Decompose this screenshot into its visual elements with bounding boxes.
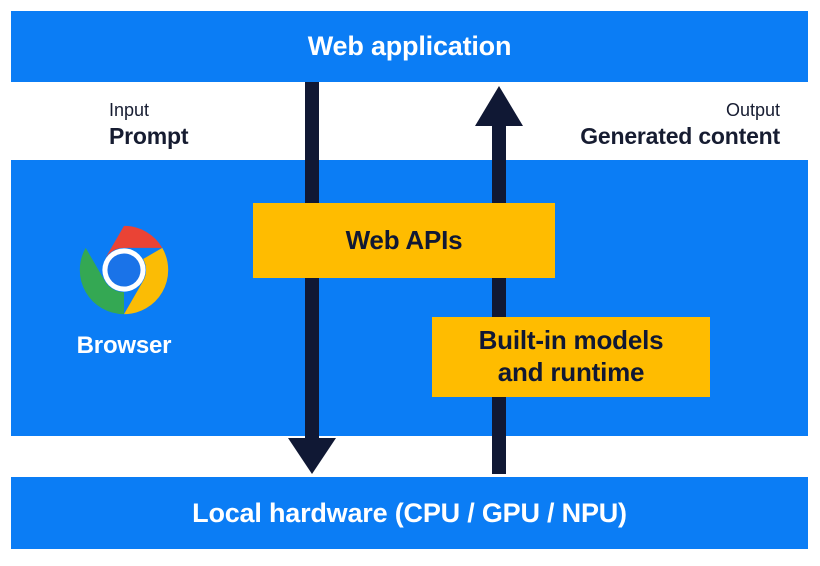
flow-input-kicker: Input (109, 100, 150, 120)
panel-local-hardware-label: Local hardware (CPU / GPU / NPU) (192, 498, 627, 528)
flow-output-kicker: Output (725, 100, 780, 120)
flow-output-value: Generated content (580, 122, 780, 149)
flow-input-value: Prompt (109, 122, 189, 149)
panel-web-application-label: Web application (307, 31, 512, 61)
browser-group: Browser (56, 224, 192, 360)
flow-label-output: Output Generated content (580, 100, 780, 150)
chrome-browser-icon (79, 225, 169, 315)
browser-label: Browser (76, 332, 172, 359)
box-builtin-models-label: Built-in models and runtime (478, 325, 664, 387)
panel-web-application: Web application (11, 11, 808, 82)
flow-label-input: Input Prompt (109, 100, 189, 150)
box-web-apis-label: Web APIs (345, 224, 463, 255)
panel-local-hardware: Local hardware (CPU / GPU / NPU) (11, 477, 808, 549)
box-web-apis: Web APIs (253, 203, 555, 278)
box-builtin-models: Built-in models and runtime (432, 317, 710, 397)
